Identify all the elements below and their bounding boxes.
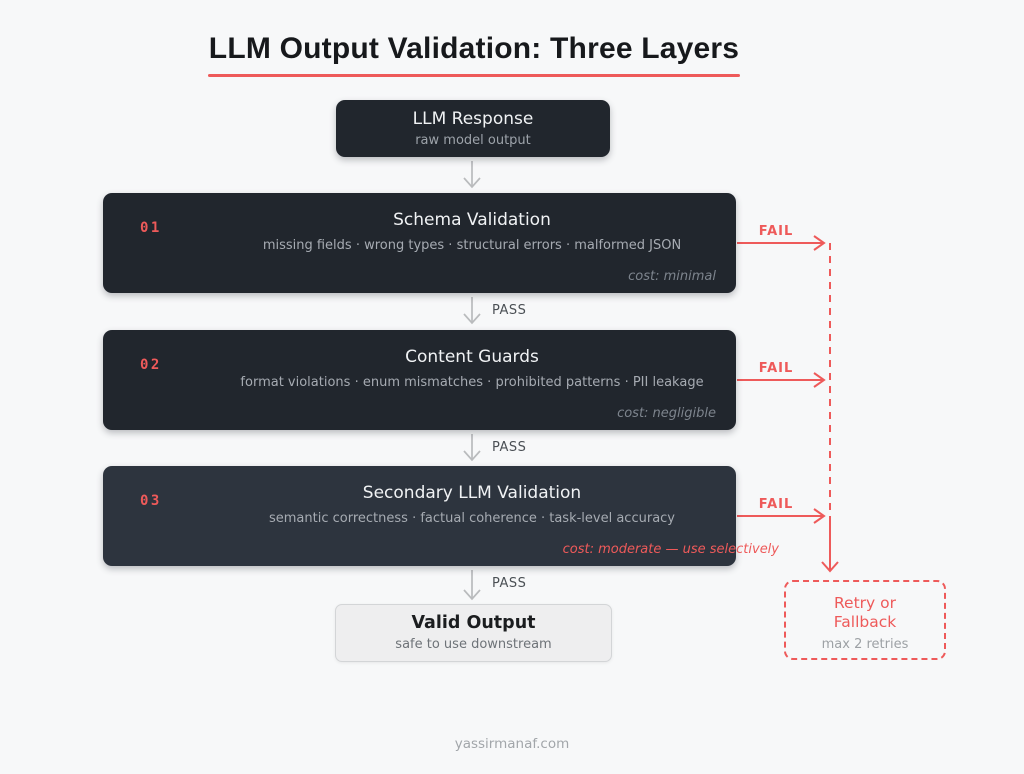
valid-output-box: Valid Output safe to use downstream — [335, 604, 612, 662]
fail-label-2: FAIL — [758, 361, 794, 376]
layer-cost: cost: moderate — use selectively — [562, 542, 779, 557]
layer-checks: semantic correctness · factual coherence… — [269, 511, 675, 526]
llm-response-title: LLM Response — [412, 109, 534, 129]
retry-line-1: Retry or — [833, 594, 896, 612]
arrow-down-pass-2 — [463, 434, 481, 462]
pass-label-3: PASS — [492, 576, 527, 591]
title-underline — [208, 74, 740, 77]
llm-response-subtitle: raw model output — [415, 133, 531, 148]
layer-box-schema-validation: 01 Schema Validation missing fields · wr… — [103, 193, 736, 293]
footer-credit: yassirmanaf.com — [454, 736, 570, 752]
layer-number: 02 — [140, 357, 162, 373]
layer-title: Content Guards — [405, 347, 539, 367]
layer-title: Schema Validation — [393, 210, 551, 230]
valid-output-title: Valid Output — [411, 613, 536, 633]
layer-number: 01 — [140, 220, 162, 236]
fail-label-3: FAIL — [758, 497, 794, 512]
layer-cost: cost: minimal — [628, 269, 716, 284]
arrow-down-response-to-layer1 — [463, 161, 481, 189]
layer-box-secondary-llm-validation: 03 Secondary LLM Validation semantic cor… — [103, 466, 779, 566]
retry-fallback-box: Retry or Fallback max 2 retries — [784, 580, 946, 660]
fail-rail-dashed-line — [821, 243, 839, 573]
layer-number: 03 — [140, 493, 162, 509]
layer-checks: missing fields · wrong types · structura… — [262, 238, 682, 253]
layer-checks: format violations · enum mismatches · pr… — [240, 375, 704, 390]
pass-label-2: PASS — [492, 440, 527, 455]
retry-line-2: Fallback — [833, 613, 897, 631]
retry-note: max 2 retries — [821, 637, 909, 652]
page-title: LLM Output Validation: Three Layers — [208, 32, 740, 65]
fail-label-1: FAIL — [758, 224, 794, 239]
layer-cost: cost: negligible — [617, 406, 716, 421]
arrow-down-pass-1 — [463, 297, 481, 325]
layer-title: Secondary LLM Validation — [362, 483, 582, 503]
layer-box-content-guards: 02 Content Guards format violations · en… — [103, 330, 736, 430]
llm-response-box: LLM Response raw model output — [336, 100, 610, 157]
arrow-down-pass-3 — [463, 570, 481, 601]
pass-label-1: PASS — [492, 303, 527, 318]
valid-output-subtitle: safe to use downstream — [395, 637, 552, 652]
